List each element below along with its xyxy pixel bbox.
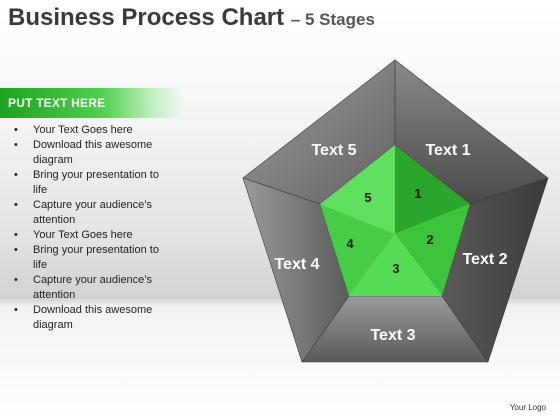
bullet-item: Bring your presentation to life (14, 243, 174, 273)
bullet-item: Bring your presentation to life (14, 168, 174, 198)
inner-wedge-stage-5 (320, 145, 395, 234)
bullet-item: Your Text Goes here (14, 123, 174, 138)
bullet-item: Download this awesome diagram (14, 138, 174, 168)
stage-number-4: 4 (346, 236, 354, 251)
bullet-item: Capture your audience’s attention (14, 273, 174, 303)
text-panel-heading: PUT TEXT HERE (8, 96, 106, 110)
inner-wedge-stage-3 (349, 234, 442, 296)
stage-label-4: Text 4 (274, 256, 319, 273)
stage-label-5: Text 5 (311, 142, 356, 159)
stage-label-2: Text 2 (462, 251, 507, 268)
bullet-item: Download this awesome diagram (14, 303, 174, 333)
title-subtitle: – 5 Stages (290, 10, 375, 29)
stage-number-2: 2 (426, 232, 433, 247)
inner-wedge-stage-2 (395, 204, 470, 296)
stage-number-5: 5 (364, 190, 371, 205)
logo-placeholder: Your Logo (509, 403, 546, 412)
text-panel-header: PUT TEXT HERE (0, 88, 185, 118)
stage-number-3: 3 (392, 261, 399, 276)
bullet-item: Your Text Goes here (14, 228, 174, 243)
bullet-item: Capture your audience’s attention (14, 198, 174, 228)
page-title: Business Process Chart – 5 Stages (8, 4, 375, 32)
stage-number-1: 1 (414, 186, 421, 201)
stage-label-3: Text 3 (370, 327, 415, 344)
inner-wedge-stage-4 (320, 204, 395, 296)
inner-wedge-stage-1 (395, 145, 470, 234)
bullet-list: Your Text Goes here Download this awesom… (14, 123, 174, 333)
title-main: Business Process Chart (8, 4, 285, 31)
stage-label-1: Text 1 (425, 142, 470, 159)
